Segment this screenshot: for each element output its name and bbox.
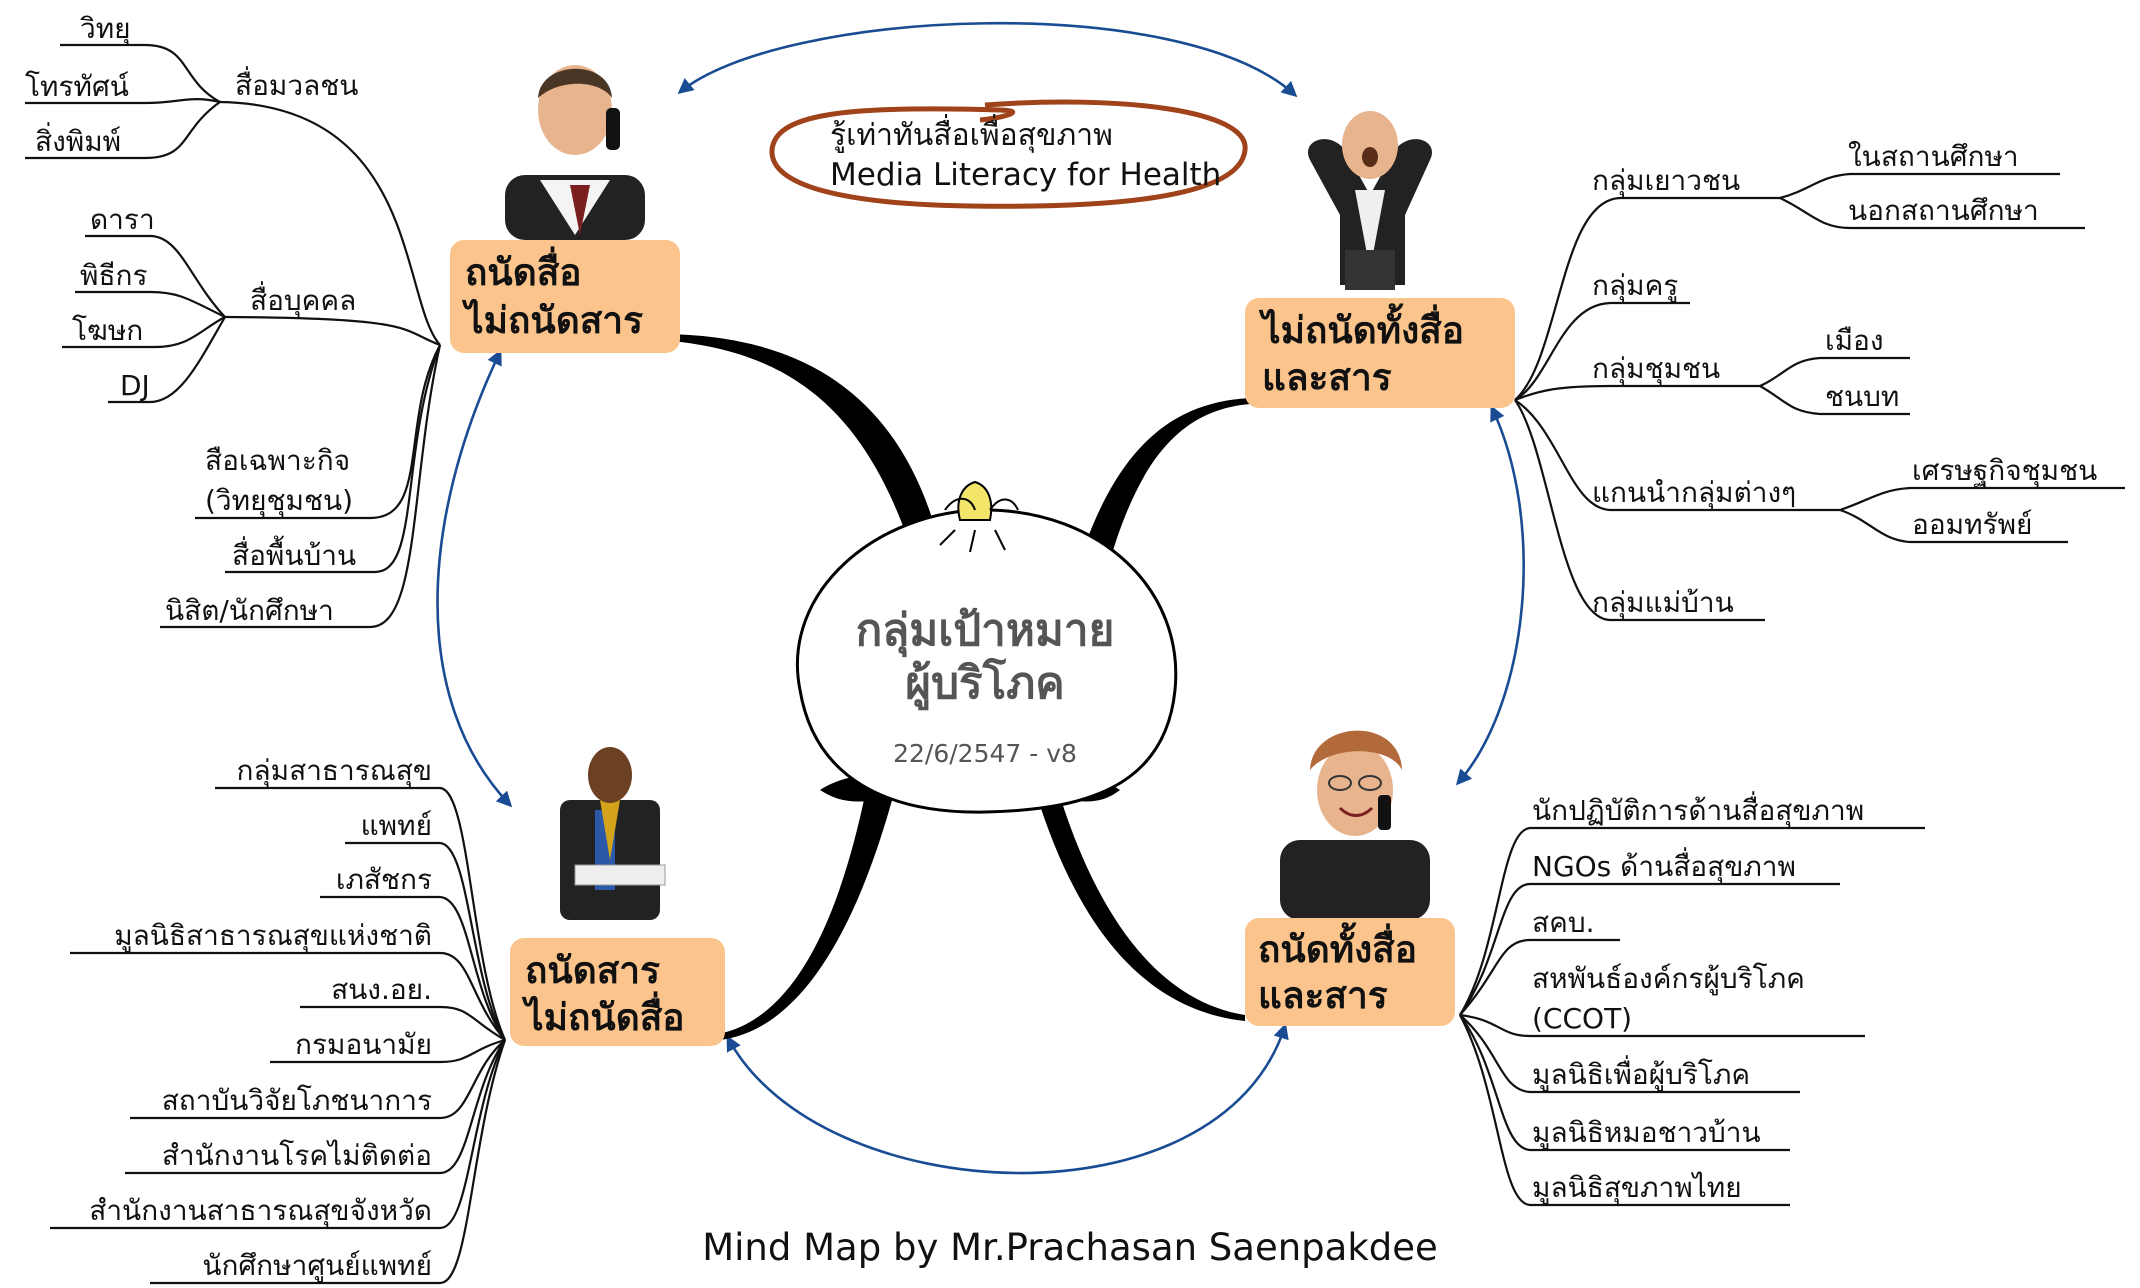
- tl-branch-special-media: สือเฉพาะกิจ: [205, 444, 350, 477]
- bl-item-health-department: กรมอนามัย: [295, 1028, 432, 1061]
- tl-branch-special-media-sub: (วิทยุชุมชน): [205, 484, 353, 518]
- group-label-top-right-line2: และสาร: [1262, 356, 1392, 399]
- tr-leaf-community-economy: เศรษฐกิจชุมชน: [1912, 454, 2097, 488]
- tr-leaf-urban: เมือง: [1825, 324, 1884, 357]
- stressed-man-icon: [1308, 111, 1432, 290]
- group-label-bottom-left-line1: ถนัดสาร: [525, 949, 660, 992]
- tr-leaf-rural: ชนบท: [1825, 380, 1899, 413]
- bl-item-ncd-bureau: สำนักงานโรคไม่ติดต่อ: [162, 1139, 432, 1172]
- group-label-top-right-line1: ไม่ถนัดทั้งสื่อ: [1258, 303, 1464, 352]
- br-item-thai-health-foundation: มูลนิธิสุขภาพไทย: [1532, 1171, 1742, 1205]
- tl-leaf-radio: วิทยุ: [80, 12, 131, 46]
- bl-item-provincial-health-office: สำนักงานสาธารณสุขจังหวัด: [89, 1194, 432, 1228]
- title-oval: [769, 99, 1248, 209]
- br-item-consumer-foundation: มูลนิธิเพื่อผู้บริโภค: [1532, 1055, 1750, 1092]
- businessman-book-icon: [560, 747, 666, 920]
- tr-branch-youth: กลุ่มเยาวชน: [1592, 164, 1740, 198]
- group-top-left: ถนัดสื่อ ไม่ถนัดสาร สื่อมวลชน วิทยุ โทรท…: [25, 12, 680, 629]
- group-box-top-left: [450, 240, 680, 353]
- tr-leaf-out-school: นอกสถานศึกษา: [1848, 194, 2039, 227]
- group-box-top-right: [1245, 298, 1515, 408]
- group-label-bottom-left-line2: ไม่ถนัดสื่อ: [521, 991, 685, 1039]
- bl-item-fda: สนง.อย.: [331, 973, 432, 1006]
- bl-item-public-health: กลุ่มสาธารณสุข: [237, 754, 432, 788]
- trunk-bottom-right: [1035, 780, 1245, 1021]
- title-thai: รู้เท่าทันสื่อเพื่อสุขภาพ: [830, 114, 1113, 154]
- group-box-bottom-left: [510, 938, 725, 1046]
- tr-leaf-savings: ออมทรัพย์: [1912, 508, 2032, 541]
- tl-leaf-spokesperson: โฆษก: [72, 314, 143, 347]
- group-bottom-right: ถนัดทั้งสื่อ และสาร นักปฏิบัติการด้านสื่…: [1245, 730, 1925, 1207]
- center-node: กลุ่มเป้าหมาย ผู้บริโภค 22/6/2547 - v8: [796, 480, 1178, 814]
- relation-arrows: [436, 21, 1525, 1175]
- tl-branch-personal-media: สื่อบุคคล: [250, 281, 356, 318]
- tr-leaf-in-school: ในสถานศึกษา: [1848, 140, 2019, 173]
- center-title-line2: ผู้บริโภค: [905, 656, 1064, 710]
- center-title-line1: กลุ่มเป้าหมาย: [856, 605, 1115, 658]
- br-item-ngos: NGOs ด้านสื่อสุขภาพ: [1532, 847, 1796, 884]
- tl-branch-mass-media: สื่อมวลชน: [235, 66, 358, 102]
- group-top-right: ไม่ถนัดทั้งสื่อ และสาร กลุ่มเยาวชน ในสถา…: [1245, 111, 2125, 622]
- arrow-bottom: [726, 1023, 1289, 1175]
- br-item-consumer-federation: สหพันธ์องค์กรผู้บริโภค: [1532, 962, 1805, 996]
- tl-branch-students: นิสิต/นักศึกษา: [165, 594, 334, 627]
- br-item-ocpb: สคบ.: [1532, 906, 1595, 939]
- version-label: 22/6/2547 - v8: [893, 739, 1077, 768]
- title-block: รู้เท่าทันสื่อเพื่อสุขภาพ Media Literacy…: [769, 99, 1248, 209]
- arrow-top: [677, 21, 1298, 98]
- tl-leaf-star: ดารา: [90, 203, 155, 236]
- tr-branch-housewives: กลุ่มแม่บ้าน: [1592, 586, 1734, 620]
- tl-leaf-host: พิธีกร: [80, 259, 148, 292]
- arrow-right: [1455, 405, 1525, 786]
- bl-item-nutrition-institute: สถาบันวิจัยโภชนาการ: [162, 1084, 432, 1117]
- group-label-top-left-line2: ไม่ถนัดสาร: [461, 298, 643, 342]
- bl-item-national-health-foundation: มูลนิธิสาธารณสุขแห่งชาติ: [114, 919, 432, 953]
- trunk-bottom-left: [718, 770, 900, 1040]
- credit-line: Mind Map by Mr.Prachasan Saenpakdee: [702, 1226, 1438, 1269]
- sprout-icon: [939, 480, 1019, 553]
- br-item-consumer-federation-sub: (CCOT): [1532, 1002, 1632, 1035]
- tr-branch-teachers: กลุ่มครู: [1592, 269, 1678, 303]
- title-english: Media Literacy for Health: [830, 157, 1221, 193]
- bl-item-doctors: แพทย์: [361, 809, 432, 842]
- group-label-bottom-right-line2: และสาร: [1258, 974, 1388, 1017]
- center-blob: [796, 508, 1178, 814]
- tl-leaf-print: สิ่งพิมพ์: [35, 122, 121, 158]
- tr-branch-leaders: แกนนำกลุ่มต่างๆ: [1592, 476, 1796, 510]
- br-item-media-practitioners: นักปฏิบัติการด้านสื่อสุขภาพ: [1532, 791, 1864, 828]
- br-item-folk-doctor-foundation: มูลนิธิหมอชาวบ้าน: [1532, 1116, 1761, 1150]
- tr-branch-community: กลุ่มชุมชน: [1592, 352, 1720, 386]
- tl-leaf-tv: โทรทัศน์: [25, 70, 129, 103]
- arrow-left: [436, 349, 513, 808]
- trunk-top-left: [660, 334, 940, 560]
- group-label-top-left-line1: ถนัดสื่อ: [465, 246, 582, 294]
- tl-leaf-dj: DJ: [120, 369, 150, 402]
- woman-phone-icon: [1280, 730, 1430, 920]
- group-box-bottom-right: [1245, 918, 1455, 1026]
- trunk-top-right: [1085, 398, 1250, 560]
- group-bottom-left: ถนัดสาร ไม่ถนัดสื่อ กลุ่มสาธารณสุข แพทย์…: [50, 747, 725, 1285]
- bl-item-medical-students: นักศึกษาศูนย์แพทย์: [202, 1249, 432, 1283]
- group-label-bottom-right-line1: ถนัดทั้งสื่อ: [1258, 922, 1417, 971]
- bl-item-pharmacists: เภสัชกร: [336, 863, 432, 896]
- man-phone-icon: [505, 65, 645, 240]
- tl-branch-folk-media: สื่อพื้นบ้าน: [232, 535, 356, 572]
